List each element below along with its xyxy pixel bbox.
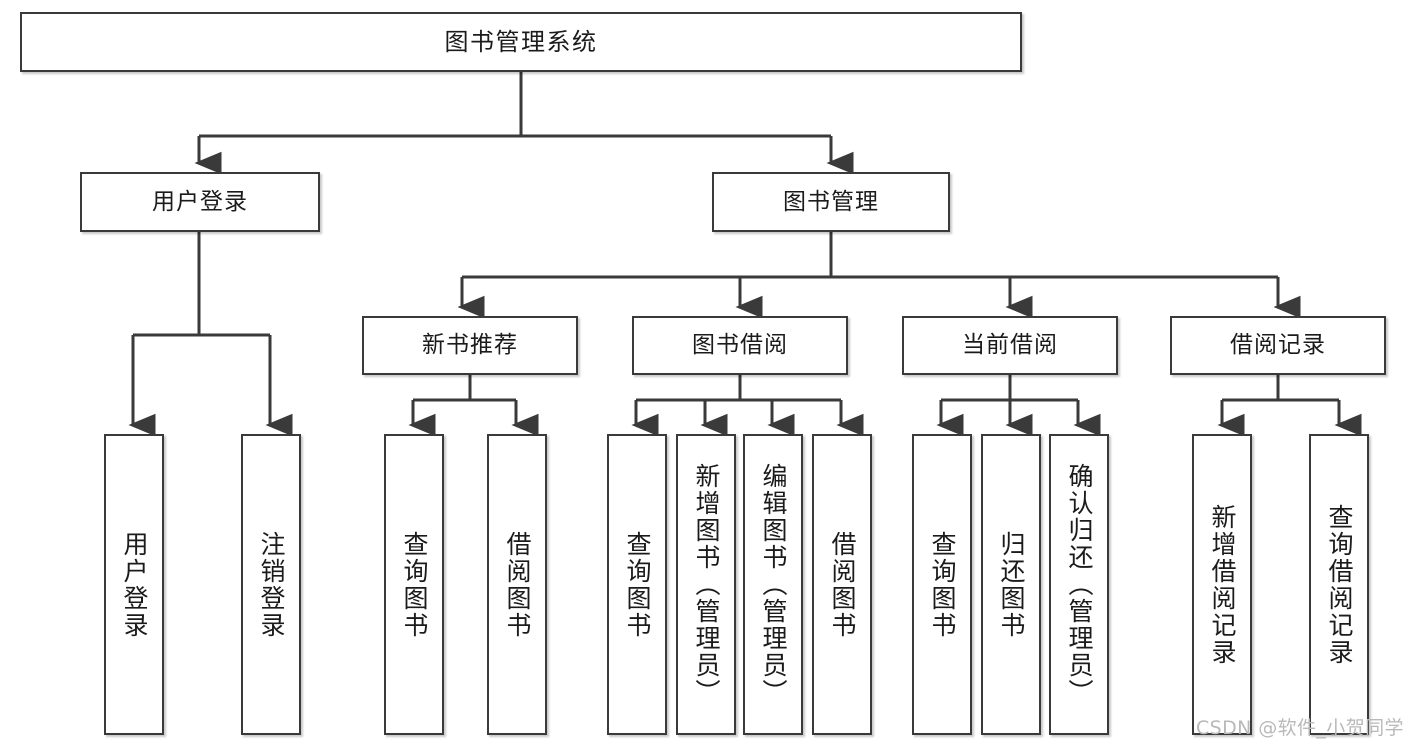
node-label: 新书推荐: [422, 332, 518, 358]
node-label: 用户登录: [152, 188, 248, 215]
leaf-logout[interactable]: 注销登录: [241, 434, 301, 735]
node-book-management[interactable]: 图书管理: [712, 172, 950, 232]
leaf-query-book-current[interactable]: 查询图书: [912, 434, 972, 735]
node-label: 图书管理系统: [444, 28, 598, 56]
leaf-confirm-return-admin[interactable]: 确认归还（管理员）: [1049, 434, 1109, 735]
node-borrow-record[interactable]: 借阅记录: [1170, 316, 1386, 375]
node-label: 查询图书: [928, 530, 957, 639]
node-label: 编辑图书（管理员）: [759, 463, 788, 706]
node-label: 当前借阅: [962, 332, 1058, 358]
node-label: 新增借阅记录: [1208, 503, 1237, 666]
node-root-system[interactable]: 图书管理系统: [20, 12, 1022, 72]
node-label: 确认归还（管理员）: [1065, 463, 1094, 706]
leaf-borrow-book-recommend[interactable]: 借阅图书: [487, 434, 547, 735]
leaf-borrow-book[interactable]: 借阅图书: [812, 434, 872, 735]
node-label: 查询图书: [400, 530, 429, 639]
node-label: 图书借阅: [692, 332, 788, 358]
node-user-login[interactable]: 用户登录: [80, 172, 320, 232]
leaf-add-book-admin[interactable]: 新增图书（管理员）: [676, 434, 736, 735]
leaf-return-book[interactable]: 归还图书: [981, 434, 1041, 735]
leaf-query-book-borrow[interactable]: 查询图书: [607, 434, 667, 735]
node-label: 查询图书: [623, 530, 652, 639]
csdn-watermark: CSDN @软件_小贺同学: [1196, 717, 1404, 739]
leaf-user-login[interactable]: 用户登录: [104, 434, 164, 735]
node-label: 查询借阅记录: [1325, 503, 1354, 666]
node-label: 借阅图书: [503, 530, 532, 639]
node-label: 归还图书: [997, 530, 1026, 639]
node-label: 图书管理: [783, 188, 879, 215]
node-label: 用户登录: [120, 530, 149, 639]
leaf-query-borrow-record[interactable]: 查询借阅记录: [1309, 434, 1369, 735]
node-label: 注销登录: [257, 530, 286, 639]
node-book-borrow[interactable]: 图书借阅: [632, 316, 848, 375]
leaf-query-book-recommend[interactable]: 查询图书: [384, 434, 444, 735]
node-current-borrow[interactable]: 当前借阅: [902, 316, 1118, 375]
leaf-add-borrow-record[interactable]: 新增借阅记录: [1192, 434, 1252, 735]
node-label: 借阅图书: [828, 530, 857, 639]
node-label: 借阅记录: [1230, 332, 1326, 358]
node-label: 新增图书（管理员）: [692, 463, 721, 706]
node-new-book-recommend[interactable]: 新书推荐: [362, 316, 578, 375]
leaf-edit-book-admin[interactable]: 编辑图书（管理员）: [743, 434, 803, 735]
